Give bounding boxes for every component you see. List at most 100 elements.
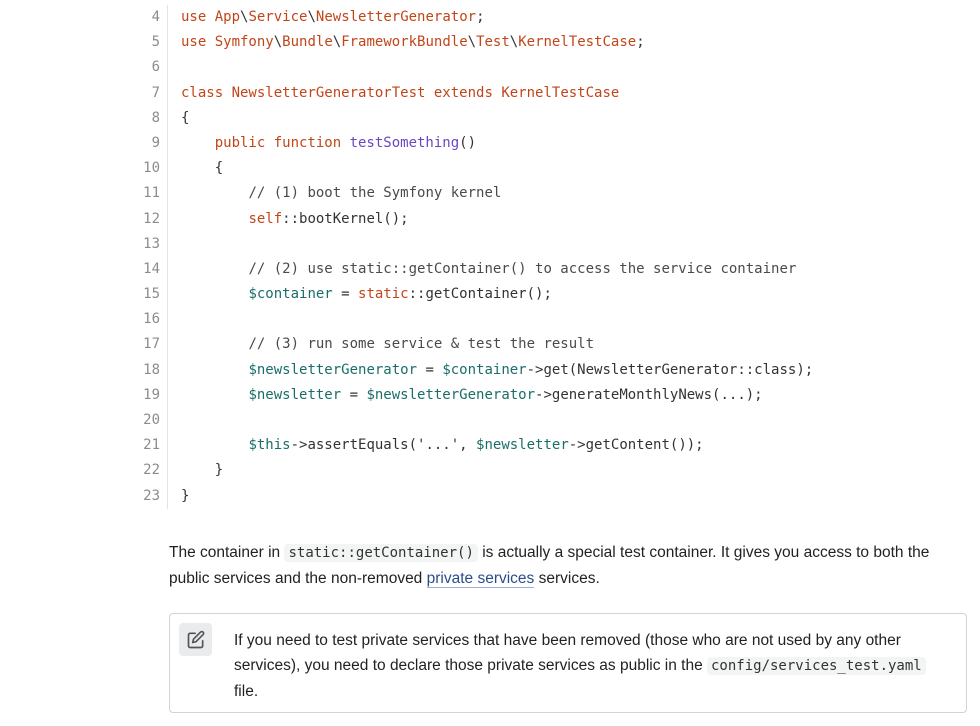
line-number: 23 [143,487,160,504]
code-token: testSomething [349,134,460,151]
code-token: self [248,210,283,227]
line-number: 17 [143,336,160,353]
code-token: $newsletter [248,386,342,403]
code-line: 11 // (1) boot the Symfony kernel [128,181,980,207]
code-token: = [417,361,443,378]
gutter-divider [167,55,168,81]
code-token: Bundle [282,34,333,51]
line-number: 16 [143,311,160,328]
code-token: = [341,386,367,403]
code-token: \ [509,34,519,51]
gutter-divider [167,130,168,157]
line-number: 14 [143,260,160,277]
code-token: Symfony [214,34,274,51]
code-token: $newsletterGenerator [248,361,418,378]
code-line: 12 self::bootKernel(); [128,206,980,232]
code-text: // (1) boot the Symfony kernel [181,181,501,206]
code-token: \ [273,34,283,51]
line-number: 6 [151,59,160,76]
code-token: ->generateMonthlyNews(...); [535,386,763,403]
code-token: class [181,84,232,101]
gutter-divider [167,408,168,434]
code-token: $container [442,361,527,378]
note-text-part: file. [234,683,259,700]
line-number: 9 [151,134,160,151]
code-token: ->assertEquals('...', [290,437,477,454]
code-token: \ [307,9,316,25]
code-token: { [181,160,224,177]
code-line: 22 } [128,458,980,484]
code-token: ::getContainer(); [408,286,552,303]
code-token: () [459,134,477,151]
line-number: 5 [151,34,160,51]
code-token: $newsletterGenerator [366,386,536,403]
code-line: 23} [128,483,980,509]
code-line: 20 [128,408,980,434]
code-text: public function testSomething() [181,131,476,156]
code-text: // (3) run some service & test the resul… [181,332,594,357]
code-text: { [181,106,189,131]
code-token [181,286,248,302]
code-text: $newsletterGenerator = $container->get(N… [181,358,813,383]
code-token [181,185,248,201]
line-number: 19 [143,386,160,403]
gutter-divider [167,483,168,509]
code-line: 17 // (3) run some service & test the re… [128,332,980,358]
line-number: 13 [143,235,160,252]
code-token: \ [240,9,249,25]
gutter-divider [167,458,168,484]
code-token: \ [332,34,342,51]
code-token [181,211,248,227]
gutter-divider [167,30,168,56]
code-token: use [181,34,215,51]
description-paragraph: The container in static::getContainer() … [169,540,959,591]
code-token: = [332,286,359,303]
code-line: 15 $container = static::getContainer(); [128,282,980,308]
code-line: 21 $this->assertEquals('...', $newslette… [128,433,980,459]
line-number: 21 [143,437,160,454]
code-line: 16 [128,307,980,333]
code-line: 19 $newsletter = $newsletterGenerator->g… [128,382,980,408]
gutter-divider [167,5,168,31]
gutter-divider [167,181,168,207]
code-token: static [358,286,409,303]
code-token: $newsletter [476,437,569,454]
gutter-divider [167,332,168,358]
gutter-divider [167,307,168,333]
code-token: // (1) boot the Symfony kernel [248,185,502,202]
code-token: // (3) run some service & test the resul… [248,336,595,353]
code-token: } [181,462,224,479]
note-text: If you need to test private services tha… [234,628,944,704]
gutter-divider [167,80,168,106]
gutter-divider [167,256,168,283]
code-token: } [181,487,190,504]
code-token: // (2) use static::getContainer() to acc… [248,260,797,277]
code-line: 9 public function testSomething() [128,130,980,157]
code-token [181,336,248,352]
code-token: extends [433,84,502,101]
code-token [181,362,248,378]
code-text: } [181,484,189,509]
code-token: FrameworkBundle [341,34,468,51]
edit-note-icon [179,623,212,656]
code-token: \ [467,34,477,51]
note-box: If you need to test private services tha… [169,613,967,713]
line-number: 12 [143,210,160,227]
code-token: $container [248,286,333,303]
code-text: } [181,458,223,483]
inline-code-config-path: config/services_test.yaml [707,657,926,675]
private-services-link[interactable]: private services [426,570,535,588]
code-line: 13 [128,231,980,257]
gutter-divider [167,156,168,182]
gutter-divider [167,105,168,131]
gutter-divider [167,231,168,257]
code-text: $this->assertEquals('...', $newsletter->… [181,433,703,458]
code-token: ; [636,34,645,51]
line-number: 20 [143,412,160,428]
code-line: 10 { [128,156,980,182]
line-number: 11 [143,185,160,202]
code-text: self::bootKernel(); [181,207,408,232]
